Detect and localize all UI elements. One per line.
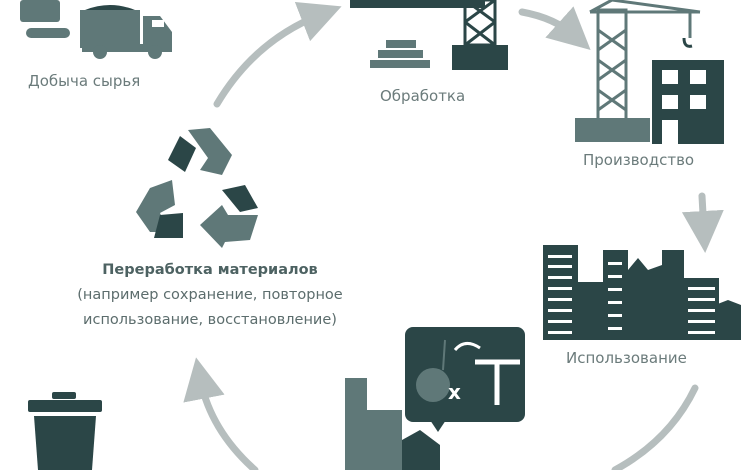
skyline-windows xyxy=(548,255,715,334)
recycling-line-2: использование, восстановление) xyxy=(83,312,337,328)
arrow-processing-to-production xyxy=(518,6,591,51)
label-extraction: Добыча сырья xyxy=(28,72,141,90)
city-skyline-icon xyxy=(543,245,741,340)
recycle-icon xyxy=(136,128,258,248)
arrow-production-to-usage xyxy=(681,192,724,253)
bricks-crane-icon xyxy=(350,0,508,70)
arrow-usage-to-demolition xyxy=(611,384,699,470)
recycling-description: Переработка материалов (например сохране… xyxy=(30,258,390,333)
recycling-title: Переработка материалов xyxy=(102,262,318,278)
demolition-x-badge: x xyxy=(448,380,461,404)
label-processing: Обработка xyxy=(380,87,466,105)
demolition-icon xyxy=(345,327,525,470)
arrow-demolition-to-recycling xyxy=(183,357,259,470)
label-production: Производство xyxy=(583,151,695,169)
excavator-truck-icon xyxy=(20,0,172,59)
label-usage: Использование xyxy=(566,349,687,367)
arrow-extraction-to-processing xyxy=(213,2,342,108)
recycling-line-1: (например сохранение, повторное xyxy=(77,287,343,303)
cycle-arrows xyxy=(183,2,724,470)
crane-construction-icon xyxy=(575,0,724,144)
trash-can-icon xyxy=(28,392,102,470)
